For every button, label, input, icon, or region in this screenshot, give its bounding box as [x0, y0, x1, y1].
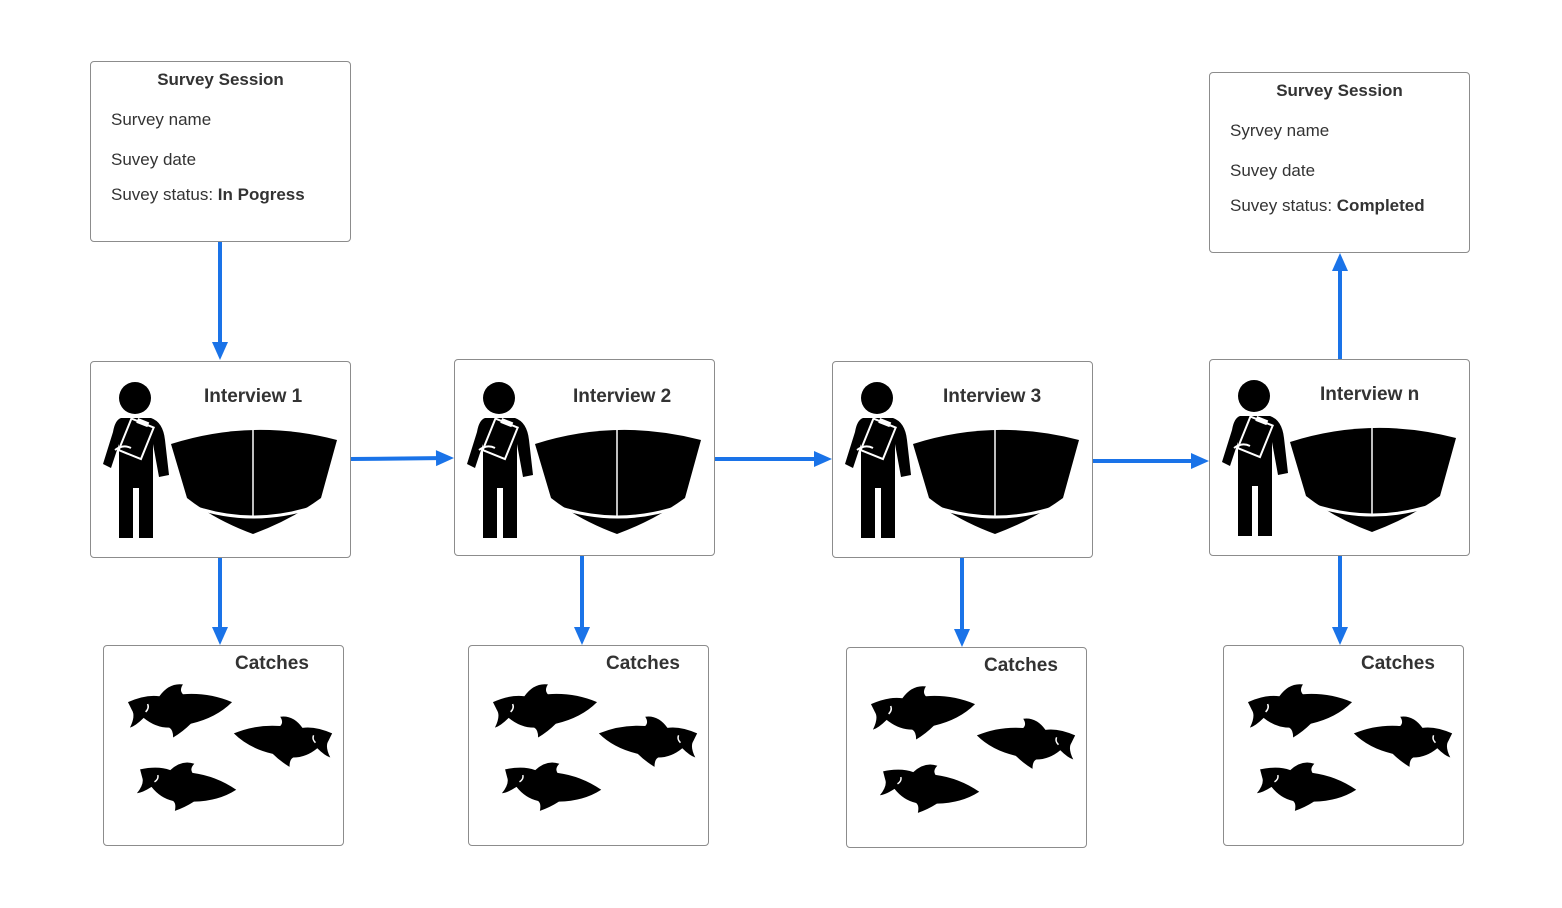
survey-session-end-box: Survey Session Syrvey name Suvey date Su…: [1209, 72, 1470, 253]
survey-name-label: Syrvey name: [1230, 121, 1330, 140]
catches-box: Catches: [846, 647, 1087, 848]
catches-title: Catches: [984, 655, 1058, 676]
survey-session-start-box: Survey Session Survey name Suvey date Su…: [90, 61, 351, 242]
survey-session-title: Survey Session: [157, 70, 284, 89]
interview-box: Interview 1: [90, 361, 351, 558]
fish-icon: [975, 712, 1077, 770]
survey-date-label: Suvey date: [1230, 161, 1316, 180]
fish-icon: [496, 744, 609, 826]
survey-date-label: Suvey date: [111, 150, 197, 169]
interview-title: Interview n: [1320, 384, 1420, 405]
survey-status-label: Suvey status:: [111, 185, 218, 204]
arrow-interview-1-to-catches: [212, 558, 228, 645]
fish-icon: [131, 744, 244, 826]
interviewer-icon: [843, 380, 913, 540]
arrow-interview-3-to-catches: [954, 558, 970, 647]
fish-icon: [597, 710, 699, 768]
survey-name-label: Survey name: [111, 110, 212, 129]
survey-session-title: Survey Session: [1276, 81, 1403, 100]
catches-title: Catches: [235, 653, 309, 674]
survey-status-field: Suvey status: Completed: [1230, 196, 1425, 216]
survey-status-field: Suvey status: In Pogress: [111, 185, 305, 205]
catches-box: Catches: [103, 645, 344, 846]
boat-icon: [533, 426, 703, 536]
arrow-interview-n-to-catches: [1332, 556, 1348, 645]
interview-box: Interview 2: [454, 359, 715, 556]
fish-icon: [869, 680, 977, 740]
survey-status-value: In Pogress: [217, 185, 305, 204]
boat-icon: [911, 426, 1081, 536]
fish-icon: [491, 678, 599, 738]
interviewer-icon: [1220, 378, 1290, 538]
fish-icon: [1352, 710, 1454, 768]
arrow-interview-n-to-session: [1332, 253, 1348, 359]
catches-box: Catches: [1223, 645, 1464, 846]
survey-status-label: Suvey status:: [1230, 196, 1337, 215]
arrow-session-to-interview-1: [212, 242, 228, 360]
fish-icon: [1251, 744, 1364, 826]
fish-icon: [874, 746, 987, 828]
catches-title: Catches: [1361, 653, 1435, 674]
fish-icon: [232, 710, 334, 768]
arrow-interview-2-to-3: [715, 451, 832, 467]
interview-box: Interview 3: [832, 361, 1093, 558]
fish-icon: [126, 678, 234, 738]
survey-status-value: Completed: [1336, 196, 1425, 215]
interviewer-icon: [101, 380, 171, 540]
interview-title: Interview 3: [943, 386, 1042, 407]
catches-box: Catches: [468, 645, 709, 846]
arrow-interview-1-to-2: [350, 450, 454, 467]
arrow-interview-2-to-catches: [574, 556, 590, 645]
boat-icon: [169, 426, 339, 536]
interviewer-icon: [465, 380, 535, 540]
interview-box: Interview n: [1209, 359, 1470, 556]
interview-title: Interview 1: [204, 386, 303, 407]
fish-icon: [1246, 678, 1354, 738]
interview-title: Interview 2: [573, 386, 672, 407]
boat-icon: [1288, 424, 1458, 534]
catches-title: Catches: [606, 653, 680, 674]
arrow-interview-3-to-n: [1093, 453, 1209, 469]
